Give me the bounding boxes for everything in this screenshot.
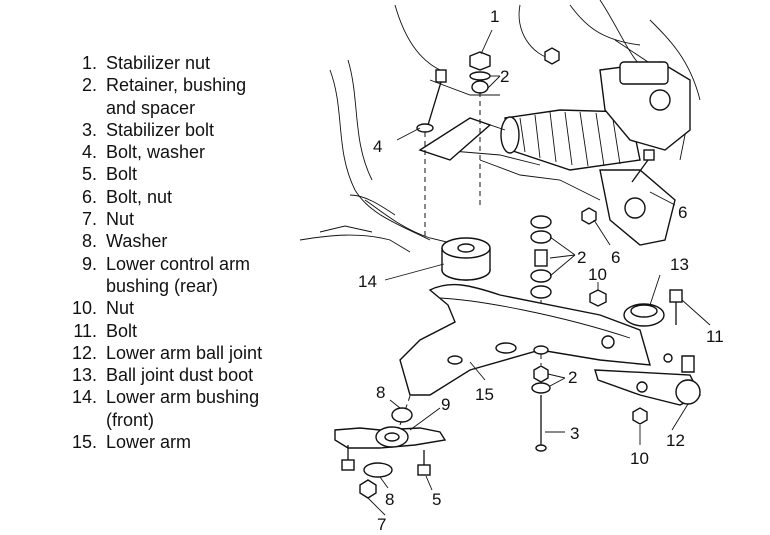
mount-bolts bbox=[544, 47, 655, 225]
legend-item: 12. Lower arm ball joint bbox=[40, 342, 295, 364]
legend-number: 15. bbox=[71, 432, 97, 453]
stabilizer-bar bbox=[418, 117, 506, 161]
legend-number: 3. bbox=[81, 119, 97, 140]
front-bushing bbox=[441, 237, 491, 281]
legend-item: 14. Lower arm bushing (front) bbox=[40, 386, 295, 431]
callout-4: 4 bbox=[373, 137, 382, 156]
legend-number: 8. bbox=[81, 231, 97, 252]
legend-number: 11. bbox=[73, 320, 97, 341]
legend-item: 4. Bolt, washer bbox=[40, 141, 295, 163]
legend-number: 1. bbox=[81, 53, 97, 73]
callout-11: 11 bbox=[706, 327, 724, 346]
legend-label: Ball joint dust boot bbox=[106, 365, 254, 386]
leader-lines bbox=[367, 29, 711, 516]
legend-number: 10. bbox=[71, 298, 97, 319]
steering-knuckle bbox=[599, 61, 691, 246]
rear-bushing-bracket bbox=[334, 395, 447, 499]
stabilizer-upper-stack bbox=[469, 51, 491, 205]
callout-10: 10 bbox=[630, 449, 649, 468]
legend-label: Washer bbox=[106, 231, 168, 252]
callout-1: 1 bbox=[490, 7, 499, 26]
legend-label: Lower arm bbox=[106, 432, 192, 453]
legend-item: 8. Washer bbox=[40, 230, 295, 252]
legend-number: 9. bbox=[81, 253, 97, 274]
legend-number: 12. bbox=[71, 342, 97, 363]
callout-3: 3 bbox=[570, 424, 579, 443]
callout-8: 8 bbox=[385, 490, 394, 509]
legend-item: 15. Lower arm bbox=[40, 431, 295, 453]
legend-item: 2. Retainer, bushing and spacer bbox=[40, 74, 295, 119]
stabilizer-lower-stack bbox=[531, 365, 551, 452]
legend-number: 14. bbox=[71, 387, 97, 408]
callout-12: 12 bbox=[666, 431, 685, 450]
legend-item: 10. Nut bbox=[40, 297, 295, 319]
drive-shaft bbox=[500, 109, 641, 171]
callout-10: 10 bbox=[588, 265, 607, 284]
legend-item: 3. Stabilizer bolt bbox=[40, 119, 295, 141]
legend-label: Nut bbox=[106, 298, 135, 319]
legend-item: 11. Bolt bbox=[40, 320, 295, 342]
callout-numbers: 1 2 4 2 6 6 14 10 13 11 2 15 8 9 3 12 10… bbox=[358, 7, 724, 534]
legend-number: 6. bbox=[81, 186, 97, 207]
callout-8: 8 bbox=[376, 383, 385, 402]
legend-number: 13. bbox=[71, 365, 97, 386]
lower-arm bbox=[399, 283, 651, 396]
callout-15: 15 bbox=[475, 385, 494, 404]
legend-label: Retainer, bushing and spacer bbox=[106, 75, 247, 118]
legend-label: Bolt, nut bbox=[106, 186, 173, 207]
legend-label: Lower arm bushing (front) bbox=[106, 387, 260, 430]
legend-item: 1. Stabilizer nut bbox=[40, 52, 295, 74]
bolt-nut-set bbox=[589, 289, 683, 425]
stabilizer-middle-stack bbox=[530, 215, 552, 365]
legend-item: 7. Nut bbox=[40, 208, 295, 230]
legend-item: 5. Bolt bbox=[40, 163, 295, 185]
legend-label: Bolt bbox=[106, 164, 138, 185]
legend-number: 4. bbox=[81, 142, 97, 163]
ball-joint bbox=[594, 303, 701, 406]
legend-label: Bolt bbox=[106, 320, 138, 341]
callout-6: 6 bbox=[611, 248, 620, 267]
callout-9: 9 bbox=[441, 395, 450, 414]
callout-7: 7 bbox=[377, 515, 386, 534]
legend-label: Lower arm ball joint bbox=[106, 342, 263, 363]
legend-number: 7. bbox=[81, 209, 97, 230]
legend-label: Stabilizer bolt bbox=[106, 119, 215, 140]
callout-2: 2 bbox=[568, 368, 577, 387]
legend-item: 6. Bolt, nut bbox=[40, 186, 295, 208]
suspension-exploded-diagram: 1 2 4 2 6 6 14 10 13 11 2 15 8 9 3 12 10… bbox=[299, 0, 724, 534]
legend-label: Stabilizer nut bbox=[106, 53, 211, 73]
legend-item: 9. Lower control arm bushing (rear) bbox=[40, 253, 295, 298]
legend-number: 2. bbox=[81, 75, 97, 96]
legend-number: 5. bbox=[81, 164, 97, 185]
callout-14: 14 bbox=[358, 272, 377, 291]
parts-legend: 1. Stabilizer nut 2. Retainer, bushing and… bbox=[40, 52, 295, 453]
legend-item: 13. Ball joint dust boot bbox=[40, 364, 295, 386]
legend-label: Bolt, washer bbox=[106, 142, 206, 163]
legend-label: Lower control arm bushing (rear) bbox=[106, 253, 251, 296]
callout-5: 5 bbox=[432, 490, 441, 509]
chassis-outline bbox=[299, 0, 701, 253]
callout-6: 6 bbox=[678, 203, 687, 222]
legend-label: Nut bbox=[106, 209, 135, 230]
callout-13: 13 bbox=[670, 255, 689, 274]
bolt-washer bbox=[416, 69, 447, 240]
callout-2: 2 bbox=[577, 248, 586, 267]
callout-2: 2 bbox=[500, 67, 509, 86]
